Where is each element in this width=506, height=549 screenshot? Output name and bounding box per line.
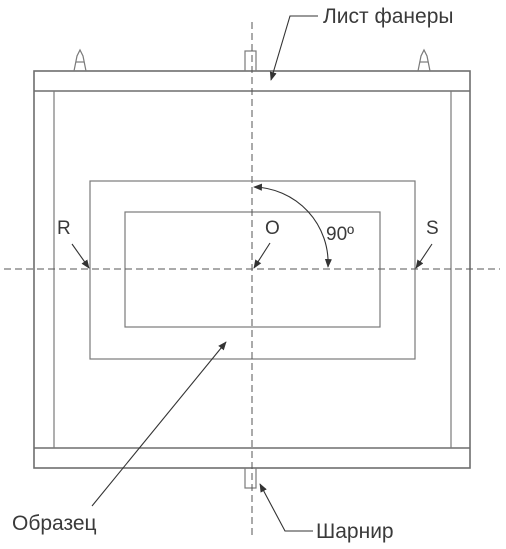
clamp-left: [73, 48, 87, 72]
hinge-bottom: [244, 467, 257, 489]
label-angle: 90º: [326, 224, 354, 245]
leader-o: [253, 242, 271, 269]
label-s: S: [426, 218, 439, 239]
leader-specimen: [91, 341, 227, 507]
label-o: O: [265, 218, 280, 239]
angle-arc: [253, 183, 332, 268]
leader-hinge: [259, 483, 313, 532]
clamp-left-body: [73, 48, 87, 72]
leader-plywood: [269, 15, 318, 81]
label-r: R: [57, 218, 71, 239]
label-hinge: Шарнир: [316, 520, 394, 543]
clamp-right: [417, 48, 431, 72]
leader-s: [415, 243, 433, 269]
clamp-right-body: [417, 48, 431, 72]
label-plywood: Лист фанеры: [323, 5, 453, 28]
leader-r: [71, 243, 90, 269]
hinge-top: [244, 50, 257, 72]
label-specimen: Образец: [12, 512, 97, 535]
